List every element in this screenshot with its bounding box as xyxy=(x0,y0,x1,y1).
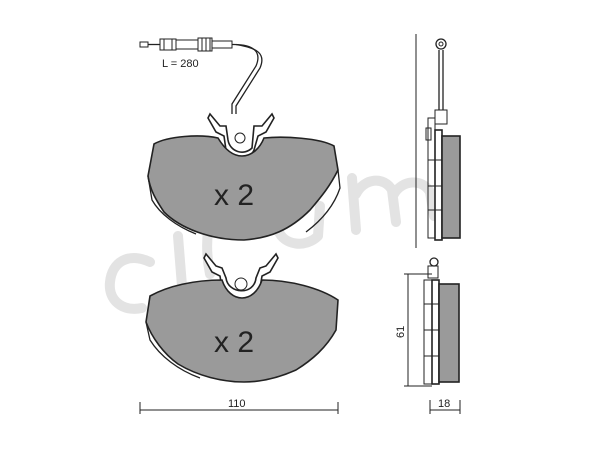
width-label: 110 xyxy=(228,398,246,410)
brake-pad-top xyxy=(147,112,341,241)
width-dimension xyxy=(139,402,339,414)
qty-label-bottom: x 2 xyxy=(214,326,254,359)
wire-length-label: L = 280 xyxy=(162,58,199,70)
height-label: 61 xyxy=(395,326,407,338)
brake-pad-bottom xyxy=(145,252,339,383)
wear-sensor-wire xyxy=(139,37,263,114)
thickness-label: 18 xyxy=(438,398,450,410)
qty-label-top: x 2 xyxy=(214,179,254,212)
side-view-bottom xyxy=(404,257,461,414)
side-view-top xyxy=(415,34,461,248)
